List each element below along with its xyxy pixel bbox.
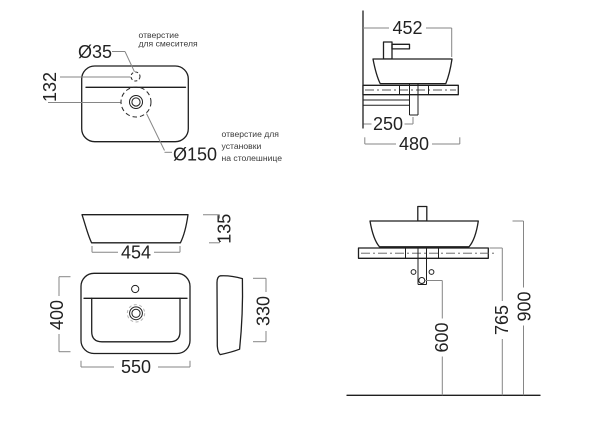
dim-480-label: 480 <box>399 134 429 154</box>
plan-drain-dashed-circle <box>126 304 146 323</box>
dim-480-lines <box>364 137 461 145</box>
faucet-spout-side <box>391 43 411 50</box>
dim-135-lines <box>203 214 220 244</box>
dia150-leader <box>146 113 172 153</box>
drain-ring-outer <box>129 95 143 109</box>
basin-outline-top <box>81 65 189 143</box>
mount-hole-right <box>428 269 435 275</box>
view-side-profile: 330 <box>216 275 274 356</box>
dim-765-label: 765 <box>492 305 512 335</box>
view-front-elevation: 454 135 <box>81 214 234 262</box>
dim-454-lines <box>91 246 181 253</box>
view-top-plan-detail: Ø35 132 Ø150 отверстие для смесителя отв… <box>40 30 282 165</box>
countertop-side <box>362 84 459 96</box>
view-side-wall: 452 250 480 <box>362 10 461 154</box>
faucet-body-side <box>382 41 393 60</box>
dim-330-lines <box>253 277 267 343</box>
plan-faucet-hole <box>131 284 140 294</box>
dim-550-lines <box>80 360 191 368</box>
dim-330-label: 330 <box>254 296 274 326</box>
dim-250-label: 250 <box>373 114 403 134</box>
plan-drain-ring-outer <box>129 306 143 321</box>
dim-452-label: 452 <box>392 18 422 38</box>
wall-bracket-lines <box>363 99 410 106</box>
dim-400-label: 400 <box>47 300 67 330</box>
basin-profile-side <box>372 58 453 85</box>
view-installation: 600 765 900 <box>346 205 541 396</box>
mount-hole-left <box>410 269 417 275</box>
drain-ring-inner <box>131 97 141 107</box>
drain-pipe-front <box>417 246 427 285</box>
basin-front-outline <box>81 214 189 244</box>
drain-pipe-side <box>409 83 419 116</box>
dim-250-lines <box>363 117 414 125</box>
dim-132-lines <box>48 76 131 103</box>
drain-hole-dashed-circle <box>120 86 152 118</box>
dim-600-label: 600 <box>432 322 452 352</box>
dim-900-label: 900 <box>515 291 535 321</box>
dia-150-label: Ø150 <box>173 145 217 165</box>
dim-132-label: 132 <box>40 72 60 102</box>
drain-note-line1: отверстие для <box>222 129 280 139</box>
dia35-leader <box>112 51 135 73</box>
dim-600-lines <box>425 280 443 396</box>
dim-454-label: 454 <box>121 242 151 262</box>
dim-550-label: 550 <box>121 357 151 377</box>
drain-note-line3: на столешнице <box>222 153 283 163</box>
dim-400-lines <box>58 276 71 353</box>
dim-765-lines <box>489 247 503 396</box>
basin-installed-outline <box>369 220 479 248</box>
faucet-hole-note-line2: для смесителя <box>139 39 198 49</box>
dim-135-label: 135 <box>214 214 234 244</box>
dia-35-label: Ø35 <box>78 42 112 62</box>
faucet-hole-note-line1: отверстие <box>139 30 180 40</box>
plan-drain-ring-inner <box>131 308 141 318</box>
plan-basin-inner <box>91 297 181 343</box>
profile-outline <box>216 275 244 356</box>
dim-452-lines <box>363 27 453 57</box>
dim-900-lines <box>512 220 524 396</box>
view-plan: 400 550 <box>47 272 191 377</box>
faucet-hole-dashed-circle <box>130 71 141 82</box>
faucet-stub <box>417 205 428 222</box>
drain-note-line2: установки <box>222 141 262 151</box>
plan-outline <box>80 272 191 355</box>
drain-outlet-circle <box>418 277 426 284</box>
